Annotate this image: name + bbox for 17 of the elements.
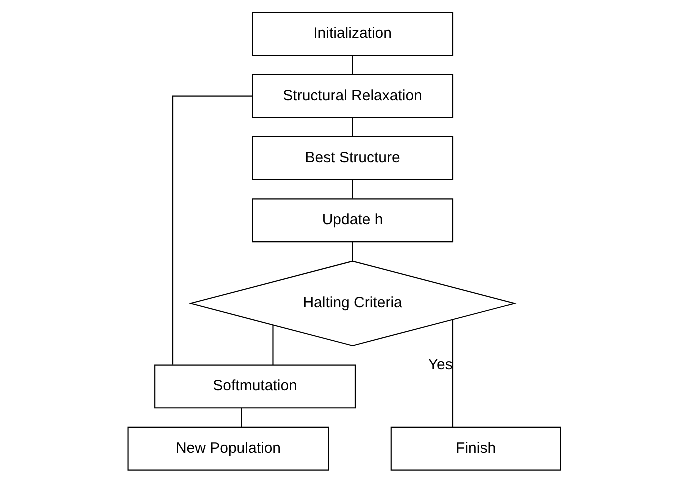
connector	[452, 320, 454, 428]
connector	[272, 325, 274, 366]
connector	[352, 118, 354, 137]
node-box: Update h	[252, 198, 454, 243]
node-box: New Population	[128, 426, 330, 471]
node-diamond: Halting Criteria	[188, 260, 517, 347]
connector	[352, 180, 354, 199]
node-box: Finish	[390, 426, 562, 471]
node-box: Initialization	[252, 12, 454, 56]
node-box: Softmutation	[154, 364, 356, 409]
edge-label: Yes	[428, 356, 453, 374]
connector	[241, 408, 242, 428]
connector	[172, 96, 252, 365]
connector	[352, 56, 354, 74]
node-box: Structural Relaxation	[252, 74, 454, 118]
connector	[352, 242, 354, 262]
node-box: Best Structure	[252, 136, 454, 180]
